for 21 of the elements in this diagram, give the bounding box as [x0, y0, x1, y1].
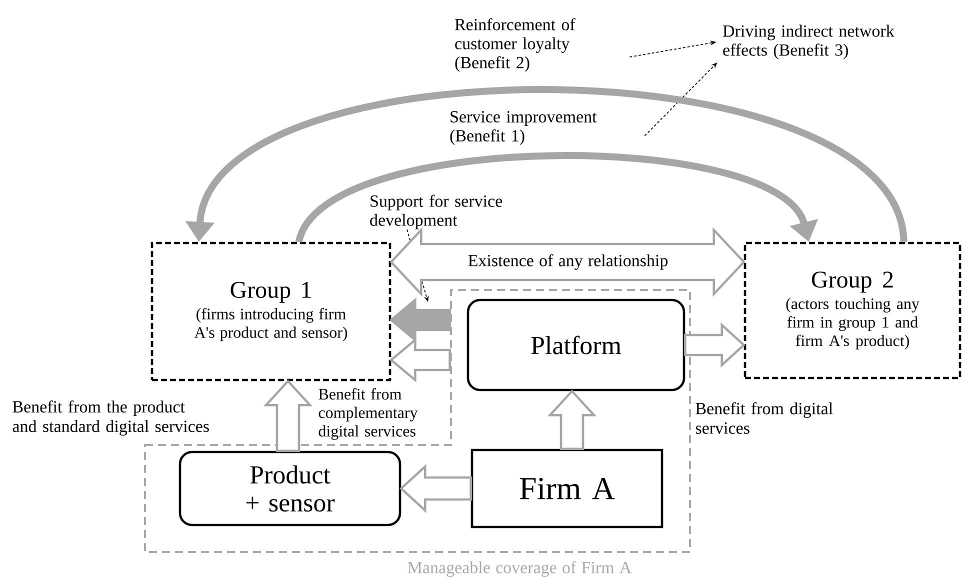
- block-arrow: [399, 464, 472, 514]
- node-label: Manageable coverage of Firm A: [408, 561, 632, 577]
- annotation-text: Benefit from complementary digital services: [318, 388, 418, 440]
- box: Firm A: [470, 448, 664, 528]
- annotation-text: Reinforcement of customer loyalty (Benefit 2): [455, 18, 576, 72]
- block-arrow: [263, 379, 313, 452]
- edge-label: Existence of any relationship: [466, 253, 670, 271]
- block-arrow: [389, 338, 451, 382]
- annotation-text: Service improvement (Benefit 1): [450, 111, 597, 145]
- dashed-box: Group 1 (firms introducing firm A's product and sensor): [150, 242, 392, 382]
- block-arrow: [389, 298, 451, 342]
- annotation-text: Driving indirect network effects (Benefit 3): [723, 24, 894, 60]
- annotation-text: Benefit from the product and standard digital services: [12, 400, 209, 436]
- block-arrow: [684, 322, 746, 368]
- block-arrow: [547, 389, 597, 450]
- rounded-box: Product + sensor: [178, 450, 402, 526]
- annotation-text: Support for service development: [370, 194, 502, 230]
- dashed-box: Group 2 (actors touching any firm in group 1 and firm A's product): [744, 242, 962, 380]
- curved-arrow: [296, 152, 818, 244]
- annotation-text: Benefit from digital services: [696, 402, 833, 434]
- rounded-box: Platform: [466, 298, 686, 392]
